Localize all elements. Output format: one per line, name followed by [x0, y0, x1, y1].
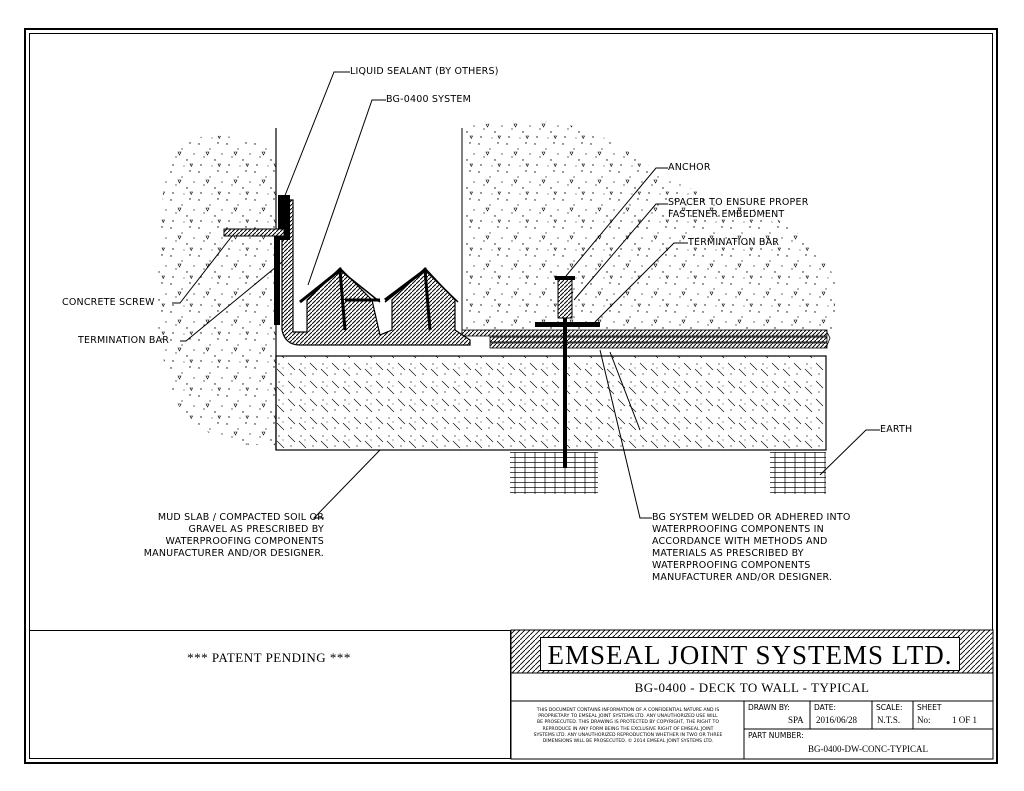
leader-lines — [172, 71, 880, 519]
sheet-value: 1 OF 1 — [952, 715, 978, 725]
label-mud-slab: MUD SLAB / COMPACTED SOIL OR GRAVEL AS P… — [104, 512, 324, 560]
mud-slab — [275, 355, 827, 451]
mud-slab-line: WATERPROOFING COMPONENTS — [165, 536, 324, 547]
bg-welded-line: MATERIALS AS PRESCRIBED BY — [652, 548, 804, 559]
earth-patch-right — [770, 452, 826, 494]
anchor — [563, 318, 567, 468]
label-liquid-sealant: LIQUID SEALANT (BY OTHERS) — [350, 66, 499, 77]
bg-welded-line: WATERPROOFING COMPONENTS IN — [652, 524, 824, 535]
confidential-line: SYSTEMS LTD. ANY UNAUTHORIZED REPRODUCTI… — [533, 732, 723, 738]
part-number-label: PART NUMBER: — [748, 731, 804, 740]
concrete-screw — [223, 228, 285, 237]
termination-bar-right — [535, 322, 600, 327]
mud-slab-line: MUD SLAB / COMPACTED SOIL OR — [157, 512, 324, 523]
bg-welded-line: BG SYSTEM WELDED OR ADHERED INTO — [652, 512, 851, 523]
confidential-line: BE PROSECUTED. THIS DRAWING IS PROTECTED… — [537, 720, 719, 726]
label-bg-welded: BG SYSTEM WELDED OR ADHERED INTO WATERPR… — [652, 512, 851, 584]
label-spacer-line1: SPACER TO ENSURE PROPER — [668, 197, 809, 208]
mud-slab-line: GRAVEL AS PRESCRIBED BY — [188, 524, 324, 535]
date-value: 2016/06/28 — [816, 715, 858, 725]
label-bg-0400-system: BG-0400 SYSTEM — [386, 94, 472, 105]
drawing-border-outer — [24, 28, 998, 764]
confidential-notice: THIS DOCUMENT CONTAINS INFORMATION OF A … — [514, 708, 742, 745]
label-spacer-line2: FASTENER EMBEDMENT — [668, 209, 785, 220]
confidential-line: REPRODUCE IN ANY FORM BEING THE EXCLUSIV… — [542, 726, 714, 732]
confidential-line: PROPRIETARY TO EMSEAL JOINT SYSTEMS LTD.… — [538, 714, 718, 720]
scale-value: N.T.S. — [877, 715, 901, 725]
company-name: EMSEAL JOINT SYSTEMS LTD. — [540, 637, 960, 671]
label-earth: EARTH — [880, 424, 913, 435]
label-concrete-screw: CONCRETE SCREW — [62, 297, 155, 308]
left-wall-concrete — [157, 135, 276, 445]
patent-pending: *** PATENT PENDING *** — [187, 650, 351, 665]
bg-welded-line: ACCORDANCE WITH METHODS AND — [652, 536, 828, 547]
label-termination-bar-right: TERMINATION BAR — [688, 237, 780, 248]
drawn-by-label: DRAWN BY: — [748, 703, 790, 712]
drawn-by-value: SPA — [788, 715, 804, 725]
part-number-value: BG-0400-DW-CONC-TYPICAL — [808, 744, 928, 754]
earth-patch-left — [510, 452, 598, 494]
mud-slab-line: MANUFACTURER AND/OR DESIGNER. — [143, 548, 324, 559]
label-termination-bar-left: TERMINATION BAR — [78, 335, 170, 346]
confidential-line: DIMENSIONS WILL BE PROSECUTED. © 2014 EM… — [542, 739, 714, 745]
termination-bar-left — [274, 235, 280, 325]
sheet-label: SHEET — [917, 703, 942, 712]
confidential-line: THIS DOCUMENT CONTAINS INFORMATION OF A … — [536, 708, 720, 713]
date-label: DATE: — [814, 703, 837, 712]
bg-welded-line: MANUFACTURER AND/OR DESIGNER. — [652, 572, 833, 583]
sheet-no-label: No: — [917, 715, 931, 725]
label-anchor: ANCHOR — [668, 162, 711, 173]
drawing-title: BG-0400 - DECK TO WALL - TYPICAL — [634, 680, 870, 695]
bg-welded-line: WATERPROOFING COMPONENTS — [652, 560, 811, 571]
scale-label: SCALE: — [876, 703, 903, 712]
